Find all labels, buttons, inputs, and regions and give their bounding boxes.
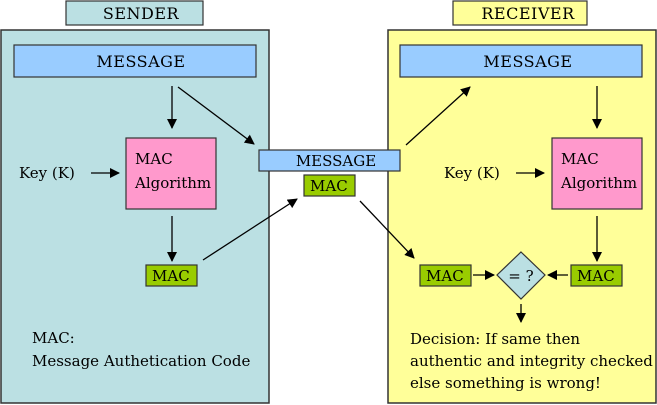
sender-panel: SENDER MESSAGE MAC Algorithm Key (K) MAC… (0, 0, 270, 404)
receiver-container (387, 29, 657, 404)
arrow-channel-to-rmessage (405, 86, 471, 146)
sender-algo-line2: Algorithm (134, 174, 211, 192)
arrow-smessage-to-channel (177, 86, 255, 145)
sender-note-line2: Message Authetication Code (32, 352, 250, 370)
sender-container (0, 29, 270, 404)
channel-message-box (258, 149, 401, 172)
decision-line2: authentic and integrity checked (410, 352, 653, 370)
receiver-title-box (452, 0, 588, 26)
decision-line3: else something is wrong! (410, 374, 601, 392)
channel-mac-box (303, 174, 356, 197)
receiver-message-box (399, 44, 643, 78)
receiver-panel: RECEIVER MESSAGE MAC Algorithm Key (K) M… (387, 0, 657, 404)
sender-key-label: Key (K) (19, 164, 75, 182)
compare-diamond (496, 251, 546, 300)
receiver-message-label: MESSAGE (483, 52, 572, 71)
sender-mac-box (145, 264, 198, 287)
sender-message-label: MESSAGE (96, 52, 185, 71)
receiver-mac-received-box (419, 264, 472, 287)
decision-line1: Decision: If same then (410, 330, 580, 348)
receiver-key-label: Key (K) (444, 164, 500, 182)
receiver-title: RECEIVER (481, 4, 575, 23)
receiver-mac-received-label: MAC (426, 267, 464, 285)
receiver-mac-computed-box (570, 264, 623, 287)
compare-label: = ? (508, 267, 533, 285)
sender-title-box (65, 0, 204, 26)
receiver-algo-line1: MAC (561, 150, 599, 168)
arrow-channel-to-rmac (359, 200, 415, 259)
sender-mac-algorithm-box (125, 137, 217, 210)
channel-message-label: MESSAGE (296, 152, 376, 170)
channel: MESSAGE MAC (177, 86, 471, 261)
sender-message-box (13, 44, 257, 78)
sender-algo-line1: MAC (135, 150, 173, 168)
sender-mac-label: MAC (152, 267, 190, 285)
channel-mac-label: MAC (310, 177, 348, 195)
sender-note-line1: MAC: (32, 329, 75, 347)
receiver-mac-computed-label: MAC (577, 267, 615, 285)
receiver-algo-line2: Algorithm (560, 174, 637, 192)
sender-title: SENDER (103, 4, 180, 23)
receiver-mac-algorithm-box (551, 137, 643, 210)
arrow-smac-to-channel (202, 198, 298, 261)
